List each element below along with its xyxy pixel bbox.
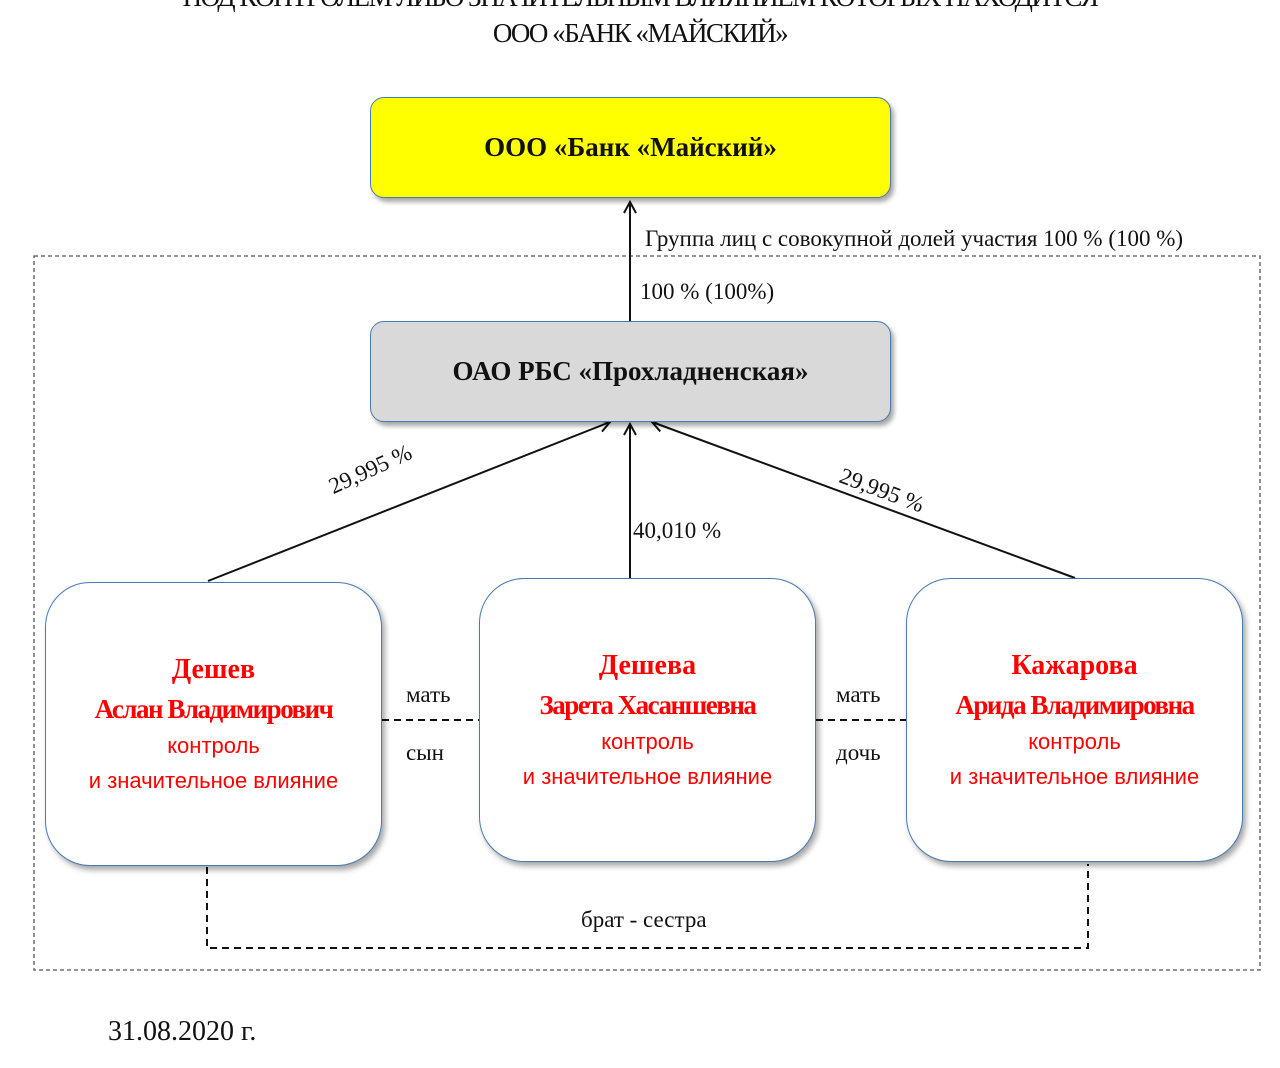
relation-label-mother-1: мать: [406, 682, 451, 707]
relation-label-son: сын: [406, 740, 444, 765]
person-box-2: Дешева Зарета Хасаншевна контроль и знач…: [479, 578, 816, 862]
person-first-names: Зарета Хасаншевна: [539, 690, 757, 720]
person-role-line-1: контроль: [1028, 729, 1121, 754]
person-role-line-2: и значительное влияние: [88, 768, 339, 793]
bank-name: ООО «Банк «Майский»: [484, 132, 777, 162]
bank-box: ООО «Банк «Майский»: [370, 97, 891, 198]
person-last-name: Дешева: [598, 650, 697, 681]
person-last-name: Дешев: [171, 654, 256, 685]
holding-name: ОАО РБС «Прохладненская»: [452, 356, 809, 386]
person-first-names: Арида Владимировна: [955, 690, 1195, 720]
person-first-names: Аслан Владимирович: [94, 694, 334, 724]
holding-box: ОАО РБС «Прохладненская»: [370, 321, 891, 422]
person-last-name: Кажарова: [1011, 650, 1138, 681]
person-role-line-2: и значительное влияние: [522, 764, 773, 789]
sibling-relation-line: [206, 864, 1089, 949]
relation-label-mother-2: мать: [836, 682, 881, 707]
person-role-line-1: контроль: [167, 733, 260, 758]
person-2-share-label: 40,010 %: [633, 518, 722, 543]
holding-share-label: 100 % (100%): [640, 279, 775, 304]
group-boundary: [33, 255, 1261, 971]
person-role-line-2: и значительное влияние: [949, 764, 1200, 789]
person-box-3: Кажарова Арида Владимировна контроль и з…: [906, 578, 1243, 862]
person-box-1: Дешев Аслан Владимирович контроль и знач…: [45, 582, 382, 866]
page-title-line-1: ПОД КОНТРОЛЕМ ЛИБО ЗНАЧИТЕЛЬНЫМ ВЛИЯНИЕМ…: [0, 0, 1280, 13]
page-title-line-2: ООО «БАНК «МАЙСКИЙ»: [492, 18, 789, 48]
person-role-line-1: контроль: [601, 729, 694, 754]
group-label: Группа лиц с совокупной долей участия 10…: [645, 226, 1184, 251]
arrow-person-3-to-holding: [652, 422, 1076, 579]
document-date: 31.08.2020 г.: [108, 1016, 257, 1047]
sibling-relation-label: брат - сестра: [581, 907, 707, 932]
relation-label-daughter: дочь: [836, 740, 881, 765]
arrow-person-1-to-holding: [207, 422, 610, 582]
